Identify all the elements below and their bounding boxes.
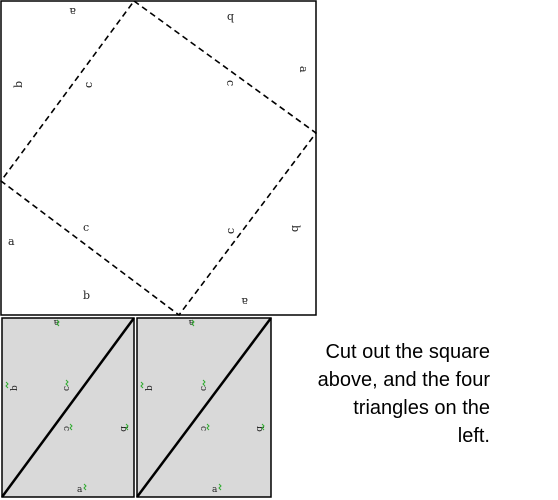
tri-right-label-left: b	[145, 385, 155, 391]
caption-line-2: above, and the four	[317, 369, 490, 391]
square-label-right-a: a	[297, 66, 310, 73]
tri-left-label-c-upper: c	[62, 386, 72, 391]
square-label-inner-c-br: c	[224, 228, 237, 234]
outer-square	[0, 0, 317, 316]
square-label-inner-c-bl: c	[83, 221, 89, 234]
tri-left-label-right: b	[118, 426, 128, 432]
square-label-right-b: b	[289, 225, 302, 232]
tri-right-label-top: a	[188, 317, 194, 327]
triangle-pair-right: a b c c b a	[135, 317, 273, 498]
tri-right-label-right: b	[254, 426, 264, 432]
square-label-bottom-b: b	[83, 289, 90, 302]
tri-right-label-c-lower: c	[198, 426, 208, 431]
instruction-caption: Cut out the square above, and the four t…	[290, 338, 490, 450]
caption-line-1: Cut out the square	[325, 341, 490, 363]
inner-tilted-square	[0, 0, 318, 317]
square-label-top-b: b	[227, 11, 234, 24]
caption-line-3: triangles on the	[353, 397, 490, 419]
tri-left-label-top: a	[53, 317, 59, 327]
caption-line-4: left.	[457, 425, 490, 447]
square-label-left-a: a	[8, 235, 15, 248]
square-label-bottom-a: a	[241, 295, 248, 308]
square-label-inner-c-tl: c	[82, 82, 95, 88]
tri-left-label-left: b	[10, 385, 20, 391]
square-label-inner-c-tr: c	[224, 80, 237, 86]
square-label-top-a: a	[69, 5, 76, 18]
triangle-pair-left: a b c c b a	[0, 317, 136, 498]
square-label-left-b: b	[12, 81, 25, 88]
tri-right-label-c-upper: c	[199, 386, 209, 391]
tri-right-label-bottom: a	[212, 485, 218, 495]
tri-left-label-bottom: a	[77, 485, 83, 495]
tri-left-label-c-lower: c	[61, 426, 71, 431]
